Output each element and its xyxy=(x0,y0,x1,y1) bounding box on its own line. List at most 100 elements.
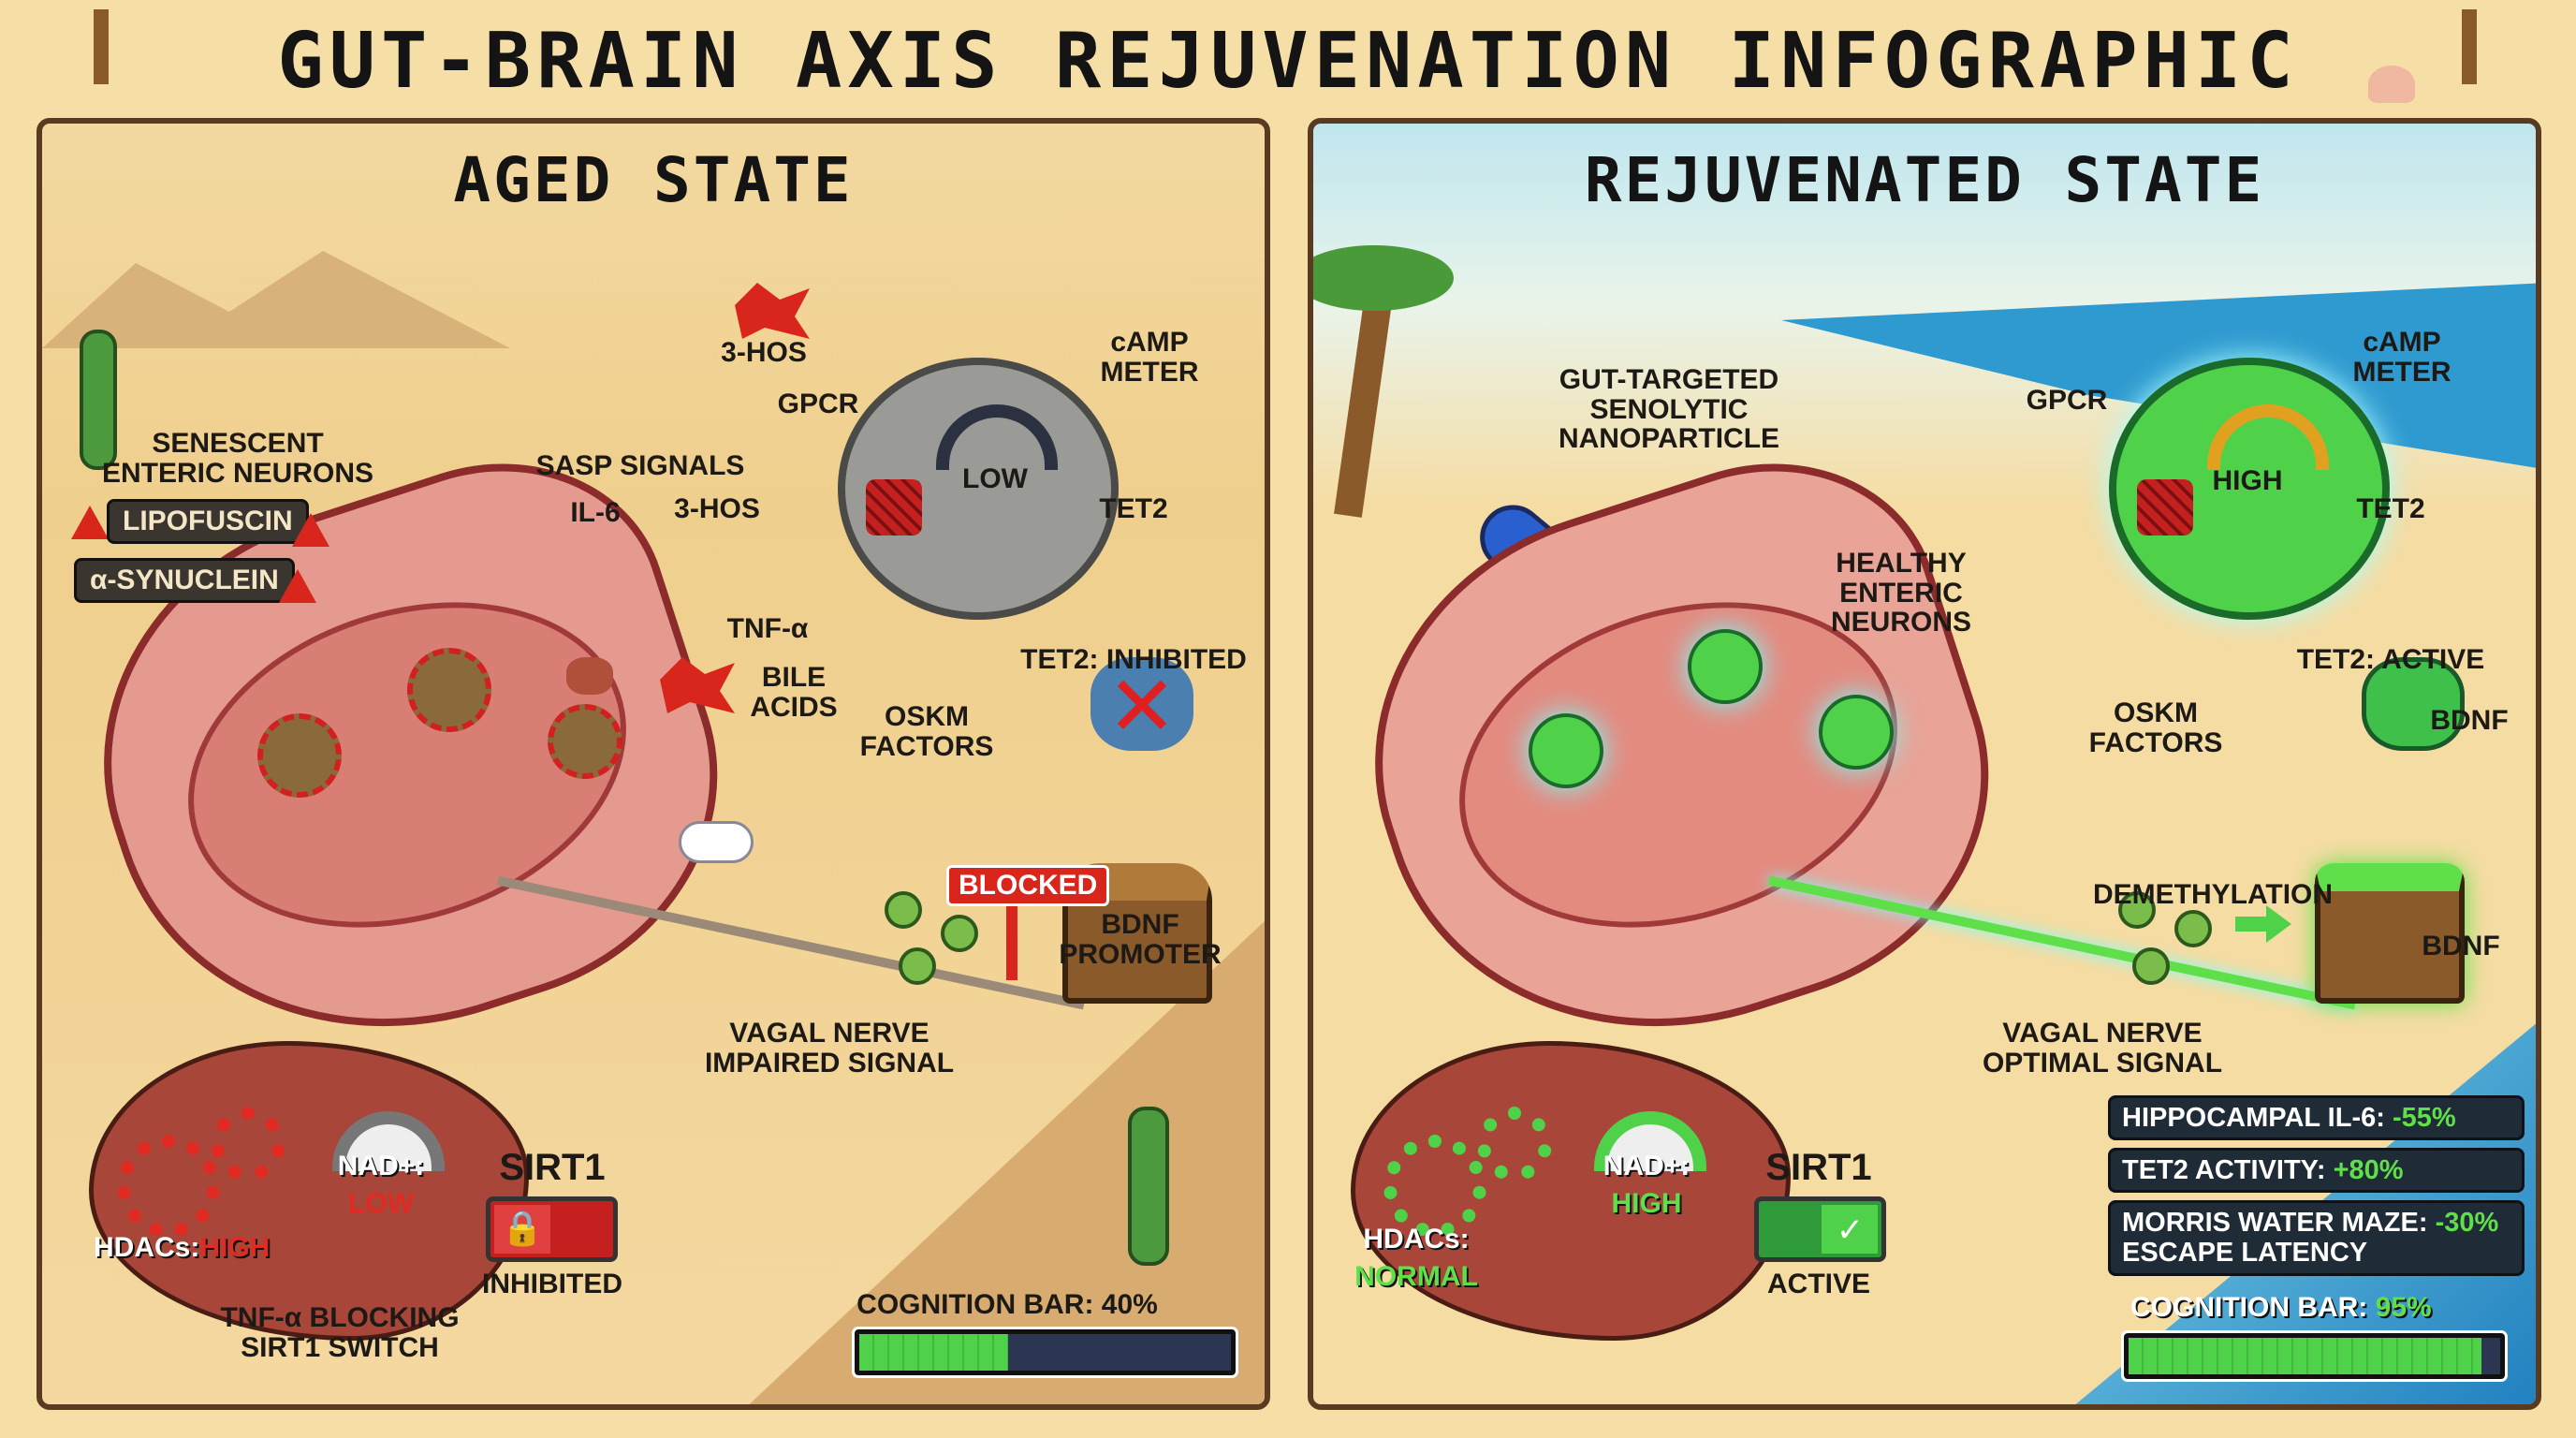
rejuvenated-cognition-label: COGNITION BAR: 95% xyxy=(2130,1292,2432,1323)
aged-panel-title: AGED STATE xyxy=(453,144,854,216)
sirt1-status-inhibited: INHIBITED xyxy=(482,1269,622,1299)
rejuvenated-cognition-fill xyxy=(2129,1338,2482,1374)
infographic-title: GUT-BRAIN AXIS REJUVENATION INFOGRAPHIC xyxy=(277,17,2299,106)
rejuvenated-panel-title: REJUVENATED STATE xyxy=(1584,144,2265,216)
warning-icon xyxy=(292,513,329,547)
aged-cognition-bar xyxy=(852,1327,1238,1378)
camp-level-low: LOW xyxy=(962,463,1028,494)
palm-leaves-icon xyxy=(1313,245,1454,311)
senescent-neurons-label: SENESCENT ENTERIC NEURONS xyxy=(101,428,374,489)
hdac-value-normal: NORMAL xyxy=(1354,1261,1478,1292)
rejuvenated-cognition-bar xyxy=(2121,1330,2508,1382)
bile-acids-cloud-icon xyxy=(679,821,754,863)
camp-meter-label: cAMP METER xyxy=(2352,327,2452,388)
cactus-icon xyxy=(1128,1107,1169,1266)
hdac-readout: HDACs:HIGH xyxy=(94,1232,270,1264)
hdac-label: HDACs: xyxy=(94,1232,200,1263)
blocked-barrier-icon xyxy=(1006,887,1017,980)
oskm-factor-icon xyxy=(2132,947,2170,985)
bile-acids-label: BILE ACIDS xyxy=(750,662,838,723)
gpcr-receptor-icon xyxy=(866,479,922,536)
sirt1-switch-inhibited[interactable]: 🔒 xyxy=(486,1196,618,1262)
aged-cognition-label: COGNITION BAR: 40% xyxy=(856,1289,1158,1320)
healthy-neuron xyxy=(1819,695,1894,770)
stat-sublabel: ESCAPE LATENCY xyxy=(2122,1238,2368,1269)
oskm-factor-icon xyxy=(941,915,978,952)
il-6-molecule-icon xyxy=(566,657,613,695)
senescent-neuron xyxy=(407,648,491,732)
oskm-factor-icon xyxy=(2118,891,2156,929)
open-chest-icon xyxy=(2315,863,2465,1004)
tnf-blocking-label: TNF-α BLOCKING SIRT1 SWITCH xyxy=(220,1302,460,1363)
stat-label: TET2 ACTIVITY: xyxy=(2122,1155,2334,1185)
oskm-factors-label: OSKM FACTORS xyxy=(2088,697,2223,758)
hdac-gear-icon xyxy=(1477,1107,1552,1181)
hdac-value-high: HIGH xyxy=(199,1232,271,1263)
nad-label: NAD+: xyxy=(1603,1151,1690,1181)
hdac-gear-icon xyxy=(117,1135,220,1238)
tet2-inhibited-x-icon: ✕ xyxy=(1090,648,1193,751)
palm-tree-icon xyxy=(2462,9,2477,84)
nanoparticle-label: GUT-TARGETED SENOLYTIC NANOPARTICLE xyxy=(1558,364,1780,454)
sirt1-status-active: ACTIVE xyxy=(1766,1269,1871,1299)
hdac-gear-icon xyxy=(1383,1135,1486,1238)
stat-morris-water-maze: MORRIS WATER MAZE: -30% ESCAPE LATENCY xyxy=(2108,1200,2525,1276)
bdnf-promoter-label: BDNF PROMOTER xyxy=(1059,909,1222,970)
oskm-factor-icon xyxy=(885,891,922,929)
healthy-neuron xyxy=(1688,629,1763,704)
senescent-neuron xyxy=(257,713,342,798)
gpcr-receptor-icon xyxy=(2137,479,2193,536)
nad-label: NAD+: xyxy=(337,1151,425,1181)
sirt1-switch-active[interactable]: ✓ xyxy=(1754,1196,1886,1262)
hdac-gear-icon xyxy=(211,1107,285,1181)
nad-value-low: LOW xyxy=(348,1188,414,1219)
tet2-label: TET2 xyxy=(1099,493,1168,524)
3-hos-top-label: 3-HOS xyxy=(721,337,807,368)
camp-meter-label: cAMP METER xyxy=(1100,327,1199,388)
camp-level-high: HIGH xyxy=(2212,465,2283,496)
tet2-active-enzyme-icon xyxy=(2362,657,2465,751)
warning-icon xyxy=(71,506,109,539)
stat-label: MORRIS WATER MAZE: xyxy=(2122,1208,2436,1238)
oskm-factor-icon xyxy=(2174,910,2212,947)
stat-value: -55% xyxy=(2392,1103,2456,1133)
nad-value-high: HIGH xyxy=(1611,1188,1682,1219)
hdac-label: HDACs: xyxy=(1363,1224,1470,1255)
sasp-signals-label: SASP SIGNALS xyxy=(535,450,745,481)
vagal-nerve-impaired-label: VAGAL NERVE IMPAIRED SIGNAL xyxy=(704,1018,955,1078)
sirt1-label: SIRT1 xyxy=(499,1147,606,1188)
palm-tree-icon xyxy=(94,9,109,84)
tet2-label: TET2 xyxy=(2356,493,2425,524)
3-hos-molecule-icon xyxy=(735,283,810,339)
cactus-icon xyxy=(80,330,117,470)
vagal-nerve-optimal-label: VAGAL NERVE OPTIMAL SIGNAL xyxy=(1982,1018,2223,1078)
lipofuscin-tag: LIPOFUSCIN xyxy=(107,499,309,544)
desert-dunes xyxy=(42,251,510,348)
stat-label: HIPPOCAMPAL IL-6: xyxy=(2122,1103,2393,1133)
stat-value: +80% xyxy=(2333,1155,2404,1185)
senescent-neuron xyxy=(548,704,622,779)
checkmark-icon: ✓ xyxy=(1822,1205,1878,1254)
gpcr-label: GPCR xyxy=(2026,385,2108,416)
aged-cognition-fill xyxy=(859,1334,1008,1371)
cognition-label-text: COGNITION BAR: xyxy=(2130,1292,2376,1323)
demethylation-label: DEMETHYLATION xyxy=(2092,879,2334,910)
stat-value: -30% xyxy=(2435,1208,2499,1238)
stat-tet2-activity: TET2 ACTIVITY: +80% xyxy=(2108,1148,2525,1194)
warning-icon xyxy=(279,569,316,603)
il-6-label: IL-6 xyxy=(570,497,621,528)
alpha-synuclein-tag: α-SYNUCLEIN xyxy=(74,558,295,603)
oskm-factors-label: OSKM FACTORS xyxy=(859,701,994,762)
sirt1-label: SIRT1 xyxy=(1765,1147,1872,1188)
tet2-status: TET2: INHIBITED xyxy=(1020,644,1247,675)
tet2-status: TET2: ACTIVE xyxy=(2296,644,2485,675)
healthy-neuron xyxy=(1529,713,1603,788)
lock-icon: 🔒 xyxy=(494,1205,550,1254)
3-hos-label: 3-HOS xyxy=(674,493,760,524)
healthy-neurons-label: HEALTHY ENTERIC NEURONS xyxy=(1830,548,1972,638)
gpcr-label: GPCR xyxy=(777,389,859,419)
cognition-pct: 95% xyxy=(2375,1292,2432,1323)
tnf-alpha-label: TNF-α xyxy=(726,613,809,644)
seashell-icon xyxy=(2368,66,2415,103)
bdnf-top-label: BDNF xyxy=(2430,705,2509,736)
